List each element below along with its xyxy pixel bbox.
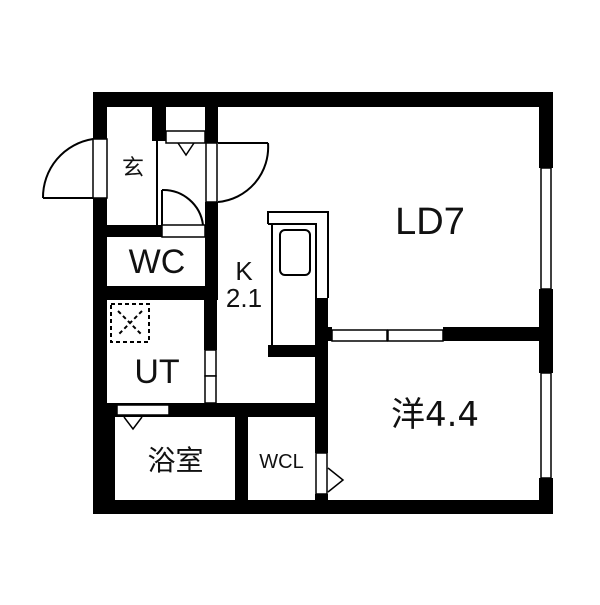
bath-door-marker [123,416,143,431]
interior-walls [107,92,553,514]
entrance-door [41,138,108,199]
shoe-cabinet [165,130,206,144]
ld-window [540,167,552,290]
room-label-wc: WC [128,243,186,281]
room-label-western: 洋4.4 [390,395,480,435]
washing-machine-icon [110,303,150,343]
western-sliding-doors [331,329,444,342]
bath-door [116,404,170,416]
room-label-wcl: WCL [259,451,304,473]
wcl-door [315,452,328,495]
western-window [540,372,552,479]
kitchen-label-size: 2.1 [225,283,263,314]
sink-icon [279,229,311,276]
kitchen-label-k: K [235,256,253,286]
room-label-ut: UT [134,353,180,391]
wcl-door-marker [327,467,345,493]
kitchen-counter [267,211,329,345]
cabinet-door-marker [177,142,195,157]
ld-door [205,142,270,203]
room-label-bath: 浴室 [147,444,204,477]
windows [540,167,552,479]
room-label-genkan: 玄 [121,156,144,181]
wc-door [161,188,206,238]
ut-sliding-door [204,349,217,404]
room-label-kitchen: K 2.1 [220,256,268,314]
room-label-ld: LD7 [395,201,465,243]
